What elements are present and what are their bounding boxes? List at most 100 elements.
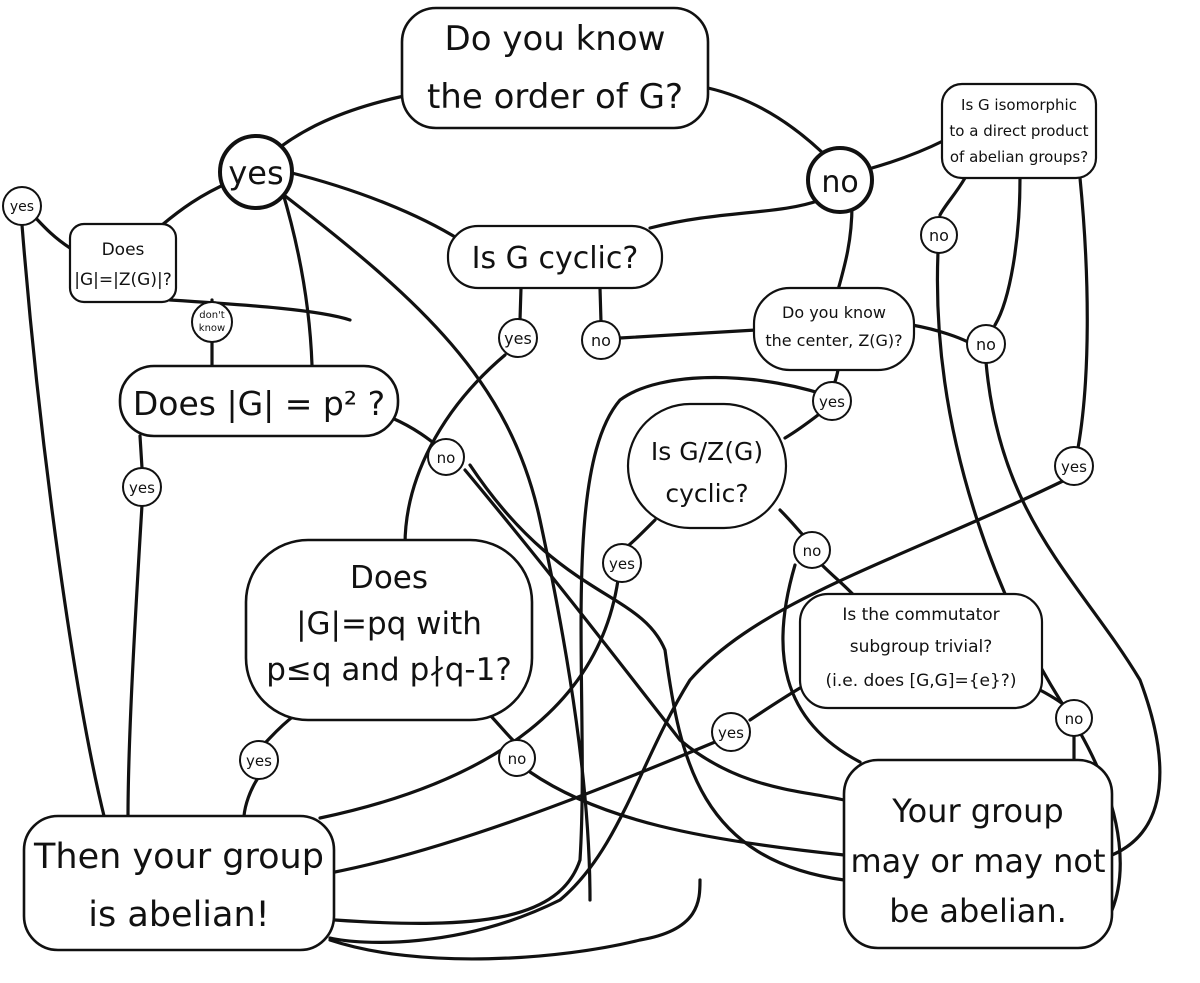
edge-psqyes-abelian bbox=[126, 503, 144, 820]
dont-know-line-1: don't bbox=[199, 310, 225, 321]
answer-psq-yes: yes bbox=[122, 467, 162, 507]
edge-yes-cyclic bbox=[286, 170, 462, 242]
edges bbox=[20, 86, 1162, 961]
pq-line-2: |G|=pq with bbox=[296, 606, 482, 642]
edge-yes-psq bbox=[280, 188, 314, 367]
answer-isomorphic-no: no bbox=[920, 216, 958, 254]
node-know-center: Do you know the center, Z(G)? bbox=[752, 286, 916, 372]
answer-label: yes bbox=[10, 199, 34, 215]
commutator-line-2: subgroup trivial? bbox=[850, 637, 993, 657]
commutator-line-3: (i.e. does [G,G]={e}?) bbox=[826, 671, 1017, 691]
order-line-2: the order of G? bbox=[427, 77, 683, 117]
node-quotient-cyclic: Is G/Z(G) cyclic? bbox=[626, 402, 788, 530]
answer-label: yes bbox=[1061, 458, 1087, 476]
commutator-line-1: Is the commutator bbox=[842, 605, 999, 625]
pq-line-1: Does bbox=[350, 560, 428, 596]
edge-psqno-maybe bbox=[463, 468, 846, 802]
answer-know-center-no: no bbox=[966, 324, 1006, 364]
edge-iso-yes bbox=[1076, 176, 1089, 450]
edge-commyes-abelian bbox=[328, 740, 717, 875]
edge-pq-no bbox=[488, 713, 517, 744]
answer-dont-know: don't know bbox=[191, 301, 233, 343]
edge-abelian-right bbox=[328, 878, 702, 961]
isomorphic-line-3: of abelian groups? bbox=[950, 148, 1088, 166]
p-squared-label: Does |G| = p² ? bbox=[133, 384, 385, 423]
answer-cyclic-no: no bbox=[581, 320, 621, 360]
isomorphic-line-2: to a direct product bbox=[949, 122, 1088, 140]
edge-isono-maybe bbox=[935, 250, 1122, 912]
answer-label: yes bbox=[819, 393, 845, 411]
edge-comm-yes bbox=[748, 686, 802, 722]
edge-yes-ordereq bbox=[160, 180, 232, 227]
edge-isono2-maybe bbox=[984, 360, 1162, 857]
edge-psq-yes bbox=[138, 434, 144, 470]
maybe-line-1: Your group bbox=[891, 792, 1063, 830]
answer-yes-main: yes bbox=[218, 134, 294, 210]
edge-quotyes-abelian bbox=[318, 578, 620, 820]
answer-label: no bbox=[976, 335, 996, 354]
edge-yes-long bbox=[278, 190, 592, 902]
pq-line-3: p≤q and p∤q-1? bbox=[266, 652, 512, 688]
answer-label: no bbox=[437, 449, 456, 467]
answer-no-main: no bbox=[806, 146, 874, 214]
answer-yes-far-left: yes bbox=[2, 186, 42, 226]
edge-cycno-knowcenter bbox=[618, 328, 758, 340]
answer-label: yes bbox=[504, 329, 532, 348]
answer-label: yes bbox=[718, 724, 744, 742]
answer-label: no bbox=[508, 750, 527, 768]
quotient-cyclic-line-2: cyclic? bbox=[665, 479, 748, 508]
maybe-line-2: may or may not bbox=[850, 842, 1105, 880]
answer-psq-no: no bbox=[427, 438, 465, 476]
answer-commutator-no: no bbox=[1055, 699, 1093, 737]
node-order-eq-center: Does |G|=|Z(G)|? bbox=[68, 222, 178, 304]
edge-quotno-maybe bbox=[781, 563, 862, 764]
answer-commutator-yes: yes bbox=[711, 712, 751, 752]
answer-no-main-label: no bbox=[821, 165, 858, 200]
answer-label: yes bbox=[246, 752, 272, 770]
edge-iso-no bbox=[938, 176, 967, 217]
answer-label: yes bbox=[609, 555, 635, 573]
dont-know-line-2: know bbox=[199, 323, 225, 334]
order-line-1: Do you know bbox=[445, 19, 666, 59]
edge-yes-abelian-left bbox=[20, 223, 107, 822]
node-isomorphic: Is G isomorphic to a direct product of a… bbox=[940, 82, 1098, 180]
maybe-line-3: be abelian. bbox=[889, 892, 1067, 930]
edge-cyclic-no bbox=[598, 286, 603, 324]
answer-know-center-yes: yes bbox=[812, 381, 852, 421]
know-center-line-2: the center, Z(G)? bbox=[765, 331, 902, 350]
answer-label: no bbox=[1065, 710, 1084, 728]
answer-label: no bbox=[929, 226, 949, 245]
node-commutator: Is the commutator subgroup trivial? (i.e… bbox=[798, 592, 1044, 710]
edge-no-isomorphic bbox=[870, 138, 947, 170]
answer-cyclic-yes: yes bbox=[498, 318, 538, 358]
answer-pq-yes: yes bbox=[239, 740, 279, 780]
edge-order-yes bbox=[268, 94, 406, 157]
order-eq-center-line-2: |G|=|Z(G)|? bbox=[74, 270, 171, 290]
abelian-line-1: Then your group bbox=[33, 837, 324, 877]
edge-pq-yes bbox=[260, 713, 297, 747]
order-eq-center-line-1: Does bbox=[102, 240, 145, 260]
edge-big-loop bbox=[333, 375, 842, 925]
answer-label: no bbox=[591, 331, 611, 350]
node-maybe: Your group may or may not be abelian. bbox=[842, 758, 1114, 950]
answer-quotient-no: no bbox=[793, 531, 831, 569]
isomorphic-line-1: Is G isomorphic bbox=[961, 96, 1077, 114]
node-cyclic: Is G cyclic? bbox=[446, 224, 664, 290]
edge-quot-yes bbox=[623, 518, 657, 550]
answer-isomorphic-yes: yes bbox=[1054, 446, 1094, 486]
quotient-cyclic-line-1: Is G/Z(G) bbox=[651, 437, 763, 466]
node-order: Do you know the order of G? bbox=[400, 6, 710, 130]
edge-cyclic-yes bbox=[518, 286, 523, 322]
know-center-line-1: Do you know bbox=[782, 303, 886, 322]
edge-pqyes-abelian bbox=[242, 776, 260, 818]
edge-pqno-maybe bbox=[528, 770, 846, 857]
edge-no-cyclic bbox=[648, 198, 822, 230]
edge-knowcenter-no bbox=[910, 323, 970, 344]
answer-yes-main-label: yes bbox=[228, 154, 283, 192]
edge-isoyes-abelian bbox=[328, 478, 1067, 944]
answer-pq-no: no bbox=[498, 739, 536, 777]
answer-quotient-yes: yes bbox=[602, 543, 642, 583]
answer-label: yes bbox=[129, 479, 155, 497]
